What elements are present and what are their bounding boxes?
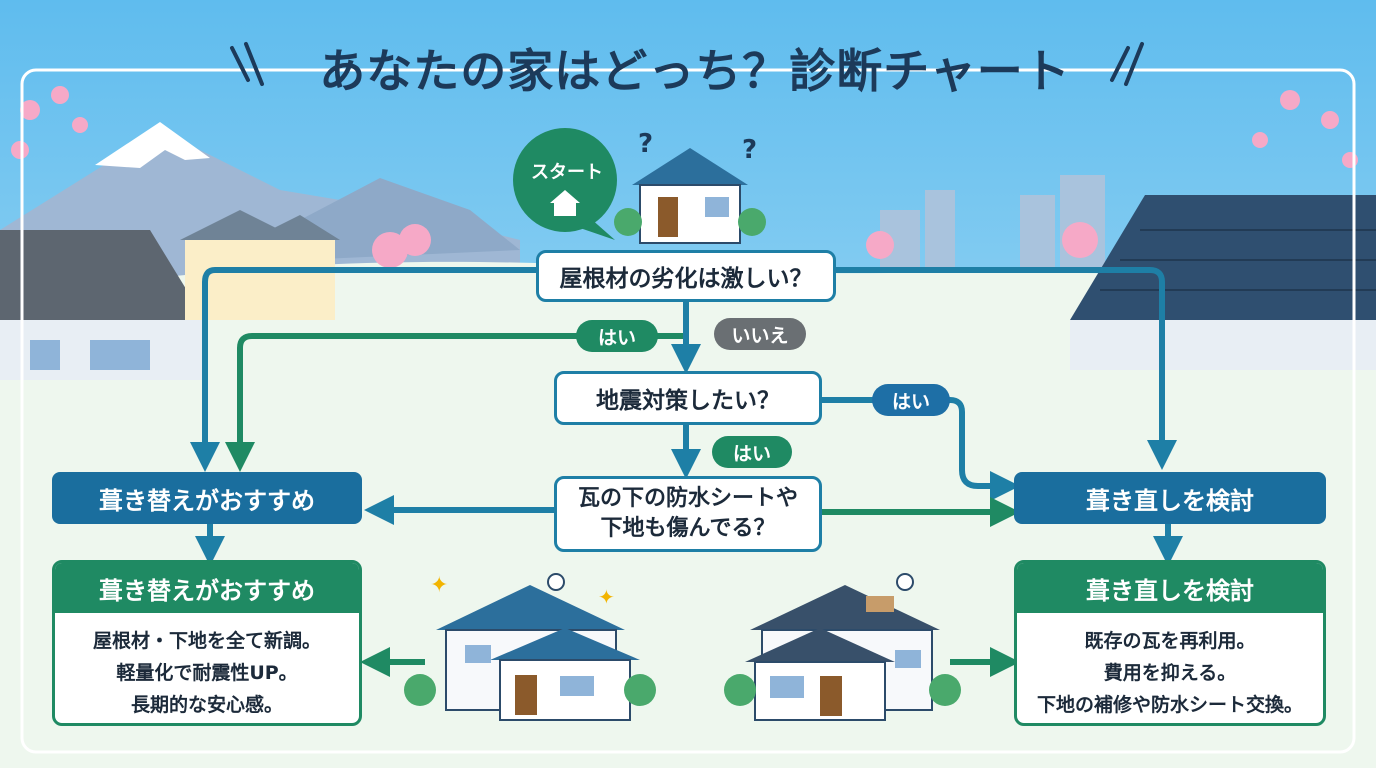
new-roof-house-illustration: ✦ ✦ — [404, 573, 656, 721]
svg-text:✦: ✦ — [598, 585, 615, 609]
result-bar-relay: 葺き直しを検討 — [1014, 472, 1326, 524]
card-reroof-line: 軽量化で耐震性UP。 — [116, 662, 298, 684]
repair-roof-house-illustration — [724, 573, 961, 721]
page-title: あなたの家はどっち？診断チャート — [319, 44, 1071, 98]
question-waterproof-sheet: 瓦の下の防水シートや 下地も傷んでる？ — [554, 476, 822, 552]
house-question-icon: ? ? — [614, 129, 766, 244]
answer-yes-q2: はい — [872, 384, 950, 416]
card-relay: 葺き直しを検討 既存の瓦を再利用。 費用を抑える。 下地の補修や防水シート交換。 — [1014, 560, 1326, 726]
answer-no-q1: いいえ — [714, 318, 806, 350]
card-reroof-title: 葺き替えがおすすめ — [55, 563, 359, 613]
card-relay-line: 下地の補修や防水シート交換。 — [1036, 694, 1303, 716]
card-relay-line: 既存の瓦を再利用。 — [1084, 630, 1256, 652]
question-earthquake: 地震対策したい？ — [554, 371, 822, 425]
mountain-snowcap — [95, 122, 210, 168]
card-reroof: 葺き替えがおすすめ 屋根材・下地を全て新調。 軽量化で耐震性UP。 長期的な安心… — [52, 560, 362, 726]
question-line-1: 瓦の下の防水シートや — [577, 486, 798, 511]
start-label: スタート — [531, 162, 603, 183]
card-reroof-line: 屋根材・下地を全て新調。 — [92, 630, 321, 652]
svg-text:?: ? — [742, 135, 757, 165]
card-reroof-line: 長期的な安心感。 — [130, 694, 283, 716]
answer-yes-q2-down: はい — [712, 436, 792, 468]
svg-text:✦: ✦ — [430, 573, 448, 598]
start-bubble — [513, 128, 617, 240]
card-relay-line: 費用を抑える。 — [1103, 662, 1237, 684]
question-line-2: 下地も傷んでる？ — [600, 516, 776, 541]
card-relay-title: 葺き直しを検討 — [1017, 563, 1323, 613]
question-roof-deterioration: 屋根材の劣化は激しい？ — [536, 250, 836, 302]
result-bar-reroof: 葺き替えがおすすめ — [52, 472, 362, 524]
answer-yes-q1: はい — [576, 320, 658, 352]
svg-text:?: ? — [638, 129, 653, 159]
